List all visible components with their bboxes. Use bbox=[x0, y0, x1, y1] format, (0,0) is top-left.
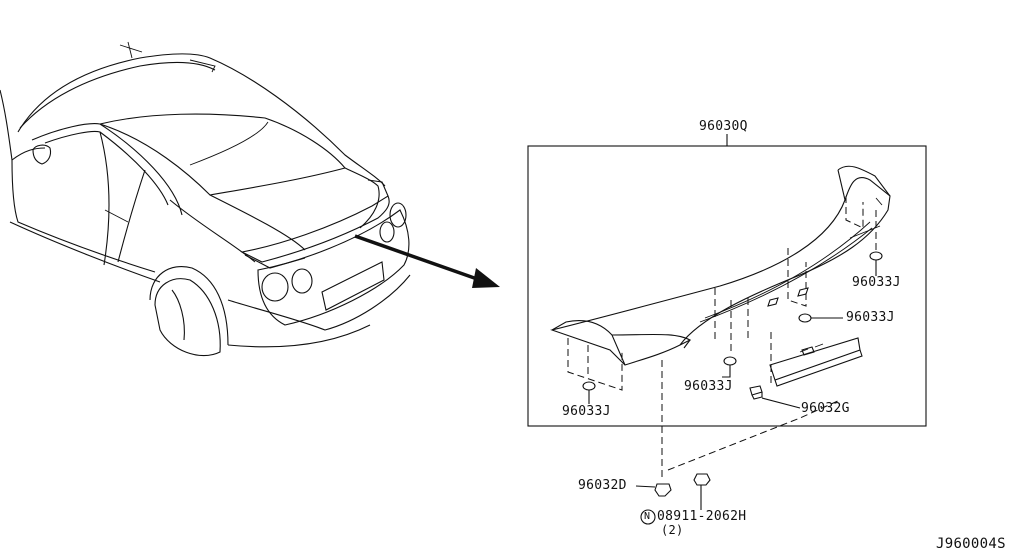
callout-lamp-clip: 96032G bbox=[801, 401, 850, 416]
clip-96033J-left bbox=[582, 381, 596, 404]
nut-symbol-circle bbox=[640, 509, 656, 525]
clip-96033J-center bbox=[722, 356, 737, 378]
drawing-id: J960004S bbox=[936, 536, 1006, 552]
license-plate bbox=[321, 261, 385, 311]
rear-spoiler bbox=[550, 165, 891, 366]
callout-nut-qty: (2) bbox=[661, 523, 684, 537]
side-mirror bbox=[32, 144, 52, 165]
detail-arrow bbox=[354, 234, 500, 288]
antenna bbox=[119, 41, 143, 59]
callout-nut: 08911-2062H bbox=[657, 509, 747, 524]
callout-grommet: 96032D bbox=[578, 478, 627, 493]
rear-window bbox=[97, 113, 346, 196]
car-spoiler bbox=[240, 195, 390, 263]
callout-clip-top: 96033J bbox=[852, 275, 901, 290]
mounting-guides bbox=[567, 196, 877, 478]
assembly-part-number: 96030Q bbox=[699, 119, 748, 134]
rear-wheel bbox=[154, 278, 221, 357]
grommet-96032D bbox=[635, 483, 672, 497]
clip-96033J-mid bbox=[798, 313, 843, 323]
car-rear-view bbox=[0, 41, 411, 357]
callout-clip-left: 96033J bbox=[562, 404, 611, 419]
clip-96032G bbox=[749, 385, 801, 409]
tail-light bbox=[261, 272, 289, 302]
clip-96033J-top bbox=[869, 251, 883, 276]
nut-symbol-letter: N bbox=[644, 511, 651, 522]
high-mount-lamp bbox=[769, 337, 863, 387]
callout-clip-center: 96033J bbox=[684, 379, 733, 394]
tail-light bbox=[379, 221, 395, 243]
tail-light bbox=[389, 202, 407, 228]
callout-clip-mid: 96033J bbox=[846, 310, 895, 325]
tail-light bbox=[291, 268, 313, 294]
nut-08911-2062H bbox=[693, 473, 711, 510]
